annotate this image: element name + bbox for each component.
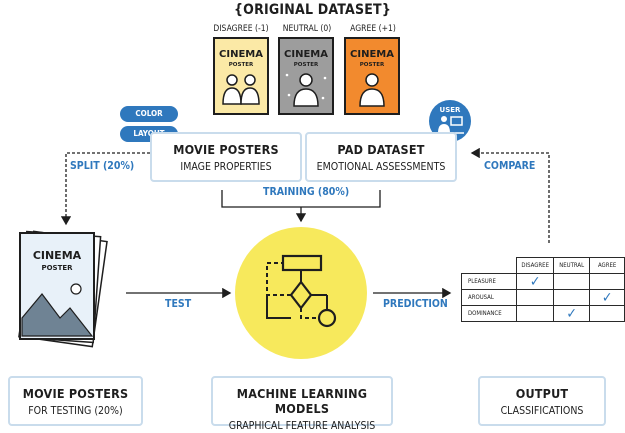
poster-3-line1: CINEMA: [350, 49, 394, 60]
diagram-title: {ORIGINAL DATASET}: [234, 2, 391, 18]
check-icon: ✓: [553, 305, 591, 322]
check-icon: ✓: [589, 289, 625, 306]
test-poster-icon: CINEMA POSTER: [18, 230, 108, 348]
movie-posters-title: MOVIE POSTERS: [173, 142, 279, 157]
color-pill: COLOR: [120, 106, 178, 122]
table-row: AROUSAL ✓: [460, 289, 625, 306]
poster-3-line2: POSTER: [360, 62, 385, 68]
ml-models-subtitle: GRAPHICAL FEATURE ANALYSIS: [228, 420, 376, 432]
ml-model-icon: [235, 227, 367, 359]
user-label: USER: [440, 106, 462, 114]
check-icon: ✓: [516, 273, 555, 290]
output-box: OUTPUT CLASSIFICATIONS: [478, 376, 606, 426]
ml-models-box: MACHINE LEARNING MODELS GRAPHICAL FEATUR…: [211, 376, 393, 432]
pad-dataset-title: PAD DATASET: [337, 142, 425, 157]
poster-label-neutral: NEUTRAL (0): [282, 24, 332, 34]
pad-dataset-subtitle: EMOTIONAL ASSESSMENTS: [316, 161, 446, 173]
movie-posters-box: MOVIE POSTERS IMAGE PROPERTIES: [150, 132, 302, 182]
row-label: DOMINANCE: [460, 305, 518, 322]
table-row: PLEASURE ✓: [460, 273, 625, 290]
row-label: PLEASURE: [460, 273, 518, 290]
poster-1-line1: CINEMA: [219, 49, 263, 60]
column-header: AGREE: [589, 257, 625, 274]
split-label: SPLIT (20%): [70, 160, 135, 172]
output-subtitle: CLASSIFICATIONS: [500, 405, 584, 417]
test-poster-line2: POSTER: [41, 264, 73, 272]
poster-agree-icon: CINEMA POSTER: [344, 37, 400, 115]
test-poster-line1: CINEMA: [33, 249, 82, 262]
ml-models-title: MACHINE LEARNING MODELS: [236, 386, 368, 416]
movie-posters-subtitle: IMAGE PROPERTIES: [180, 161, 272, 173]
output-title: OUTPUT: [515, 386, 569, 401]
test-label: TEST: [165, 298, 192, 310]
results-table: DISAGREE NEUTRAL AGREE PLEASURE ✓ AROUSA…: [460, 257, 625, 322]
poster-2-line1: CINEMA: [284, 49, 328, 60]
poster-disagree-icon: CINEMA POSTER: [213, 37, 269, 115]
poster-2-line2: POSTER: [294, 62, 319, 68]
user-icon: USER: [429, 100, 471, 142]
column-header: NEUTRAL: [553, 257, 591, 274]
column-header: DISAGREE: [516, 257, 555, 274]
poster-label-disagree: DISAGREE (-1): [213, 24, 269, 34]
pad-dataset-box: PAD DATASET EMOTIONAL ASSESSMENTS: [305, 132, 457, 182]
compare-label: COMPARE: [484, 160, 536, 172]
poster-label-agree: AGREE (+1): [350, 24, 396, 34]
testing-posters-subtitle: FOR TESTING (20%): [28, 405, 123, 417]
prediction-label: PREDICTION: [383, 298, 448, 310]
row-label: AROUSAL: [460, 289, 518, 306]
table-row: DOMINANCE ✓: [460, 305, 625, 322]
testing-posters-box: MOVIE POSTERS FOR TESTING (20%): [8, 376, 143, 426]
poster-neutral-icon: CINEMA POSTER: [278, 37, 334, 115]
poster-1-line2: POSTER: [229, 62, 254, 68]
training-label: TRAINING (80%): [263, 186, 350, 198]
testing-posters-title: MOVIE POSTERS: [22, 386, 129, 401]
